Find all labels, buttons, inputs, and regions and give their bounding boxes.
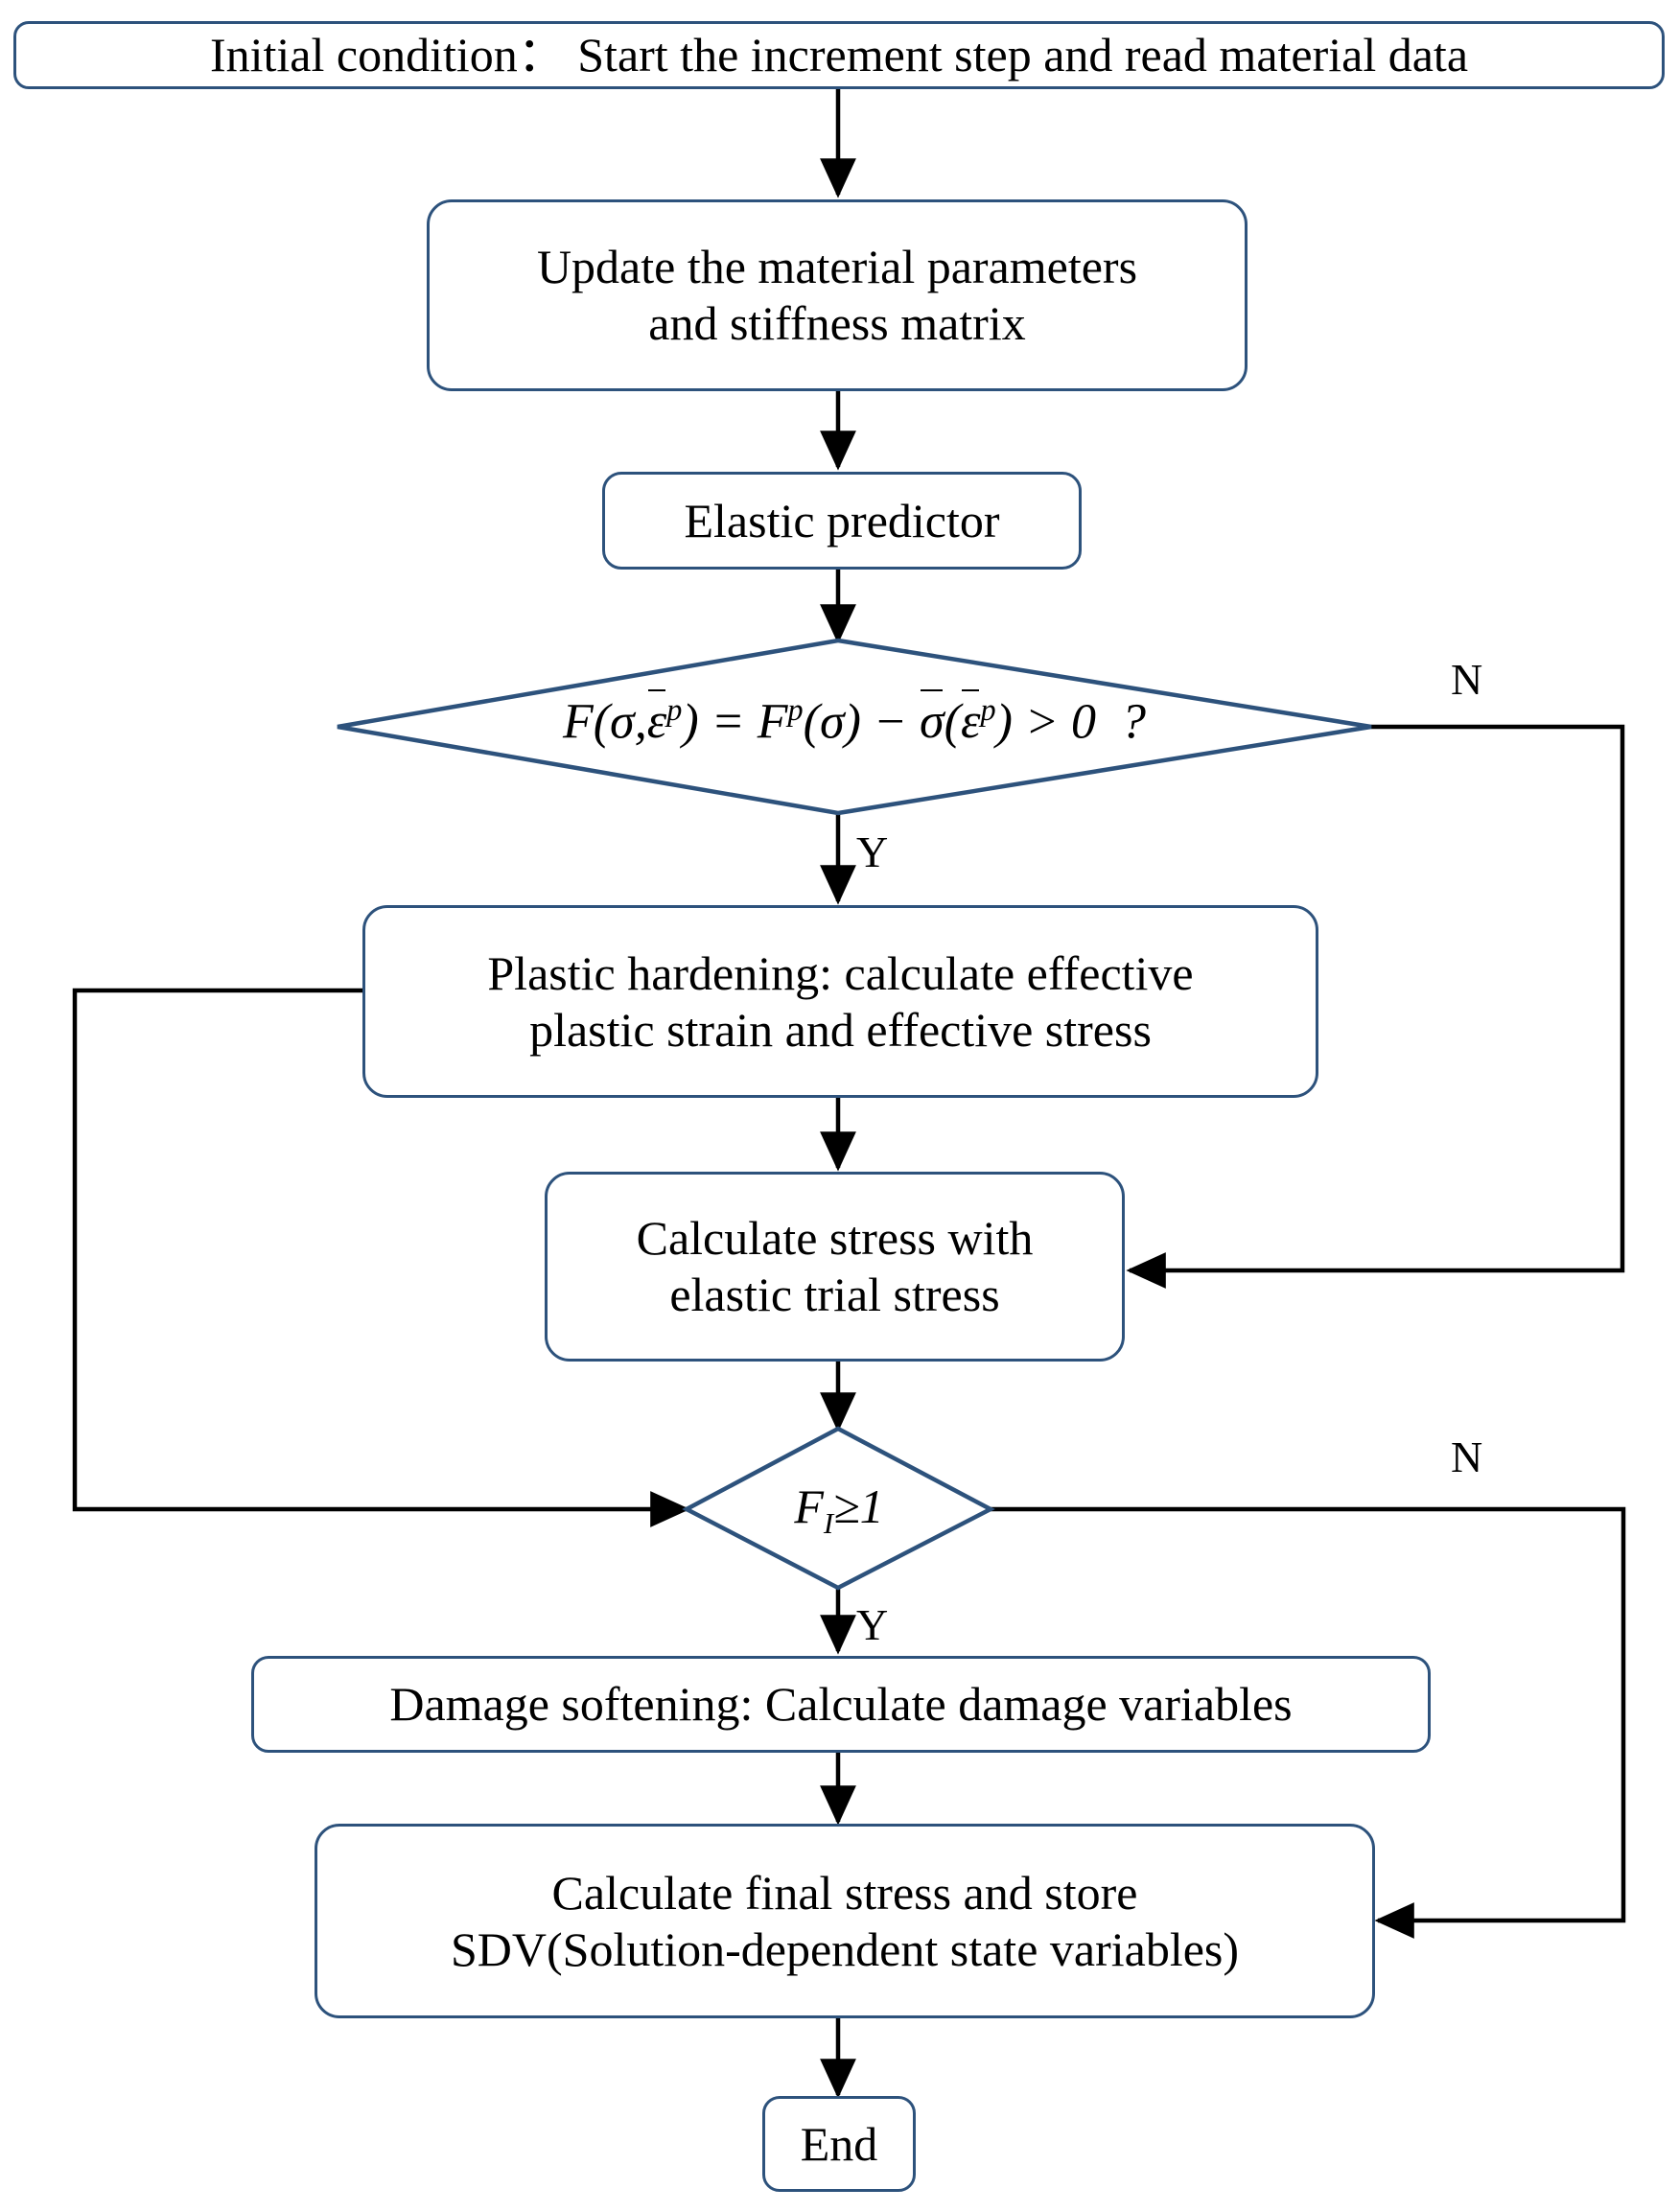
- edge-label-yes-2: Y: [856, 1600, 889, 1649]
- decision-damage-formula: FI≥1: [794, 1479, 884, 1540]
- node-initial-condition[interactable]: Initial condition： Start the increment s…: [13, 21, 1665, 89]
- node-calculate-stress-trial[interactable]: Calculate stress with elastic trial stre…: [545, 1172, 1125, 1362]
- edge-label-yes-1: Y: [856, 827, 889, 876]
- node-calculate-final-stress[interactable]: Calculate final stress and store SDV(Sol…: [315, 1824, 1375, 2018]
- edge-label-no-1: N: [1451, 655, 1483, 704]
- node-plastic-hardening[interactable]: Plastic hardening: calculate effective p…: [362, 905, 1318, 1098]
- node-damage-softening[interactable]: Damage softening: Calculate damage varia…: [251, 1656, 1431, 1753]
- decision-yield-formula: F(σ,εp) = Fp(σ) − σ(εp) > 0 ?: [562, 689, 1147, 750]
- node-update-material[interactable]: Update the material parameters and stiff…: [427, 199, 1248, 391]
- node-elastic-predictor[interactable]: Elastic predictor: [602, 472, 1082, 570]
- node-end[interactable]: End: [762, 2096, 916, 2192]
- edge-label-no-2: N: [1451, 1432, 1483, 1481]
